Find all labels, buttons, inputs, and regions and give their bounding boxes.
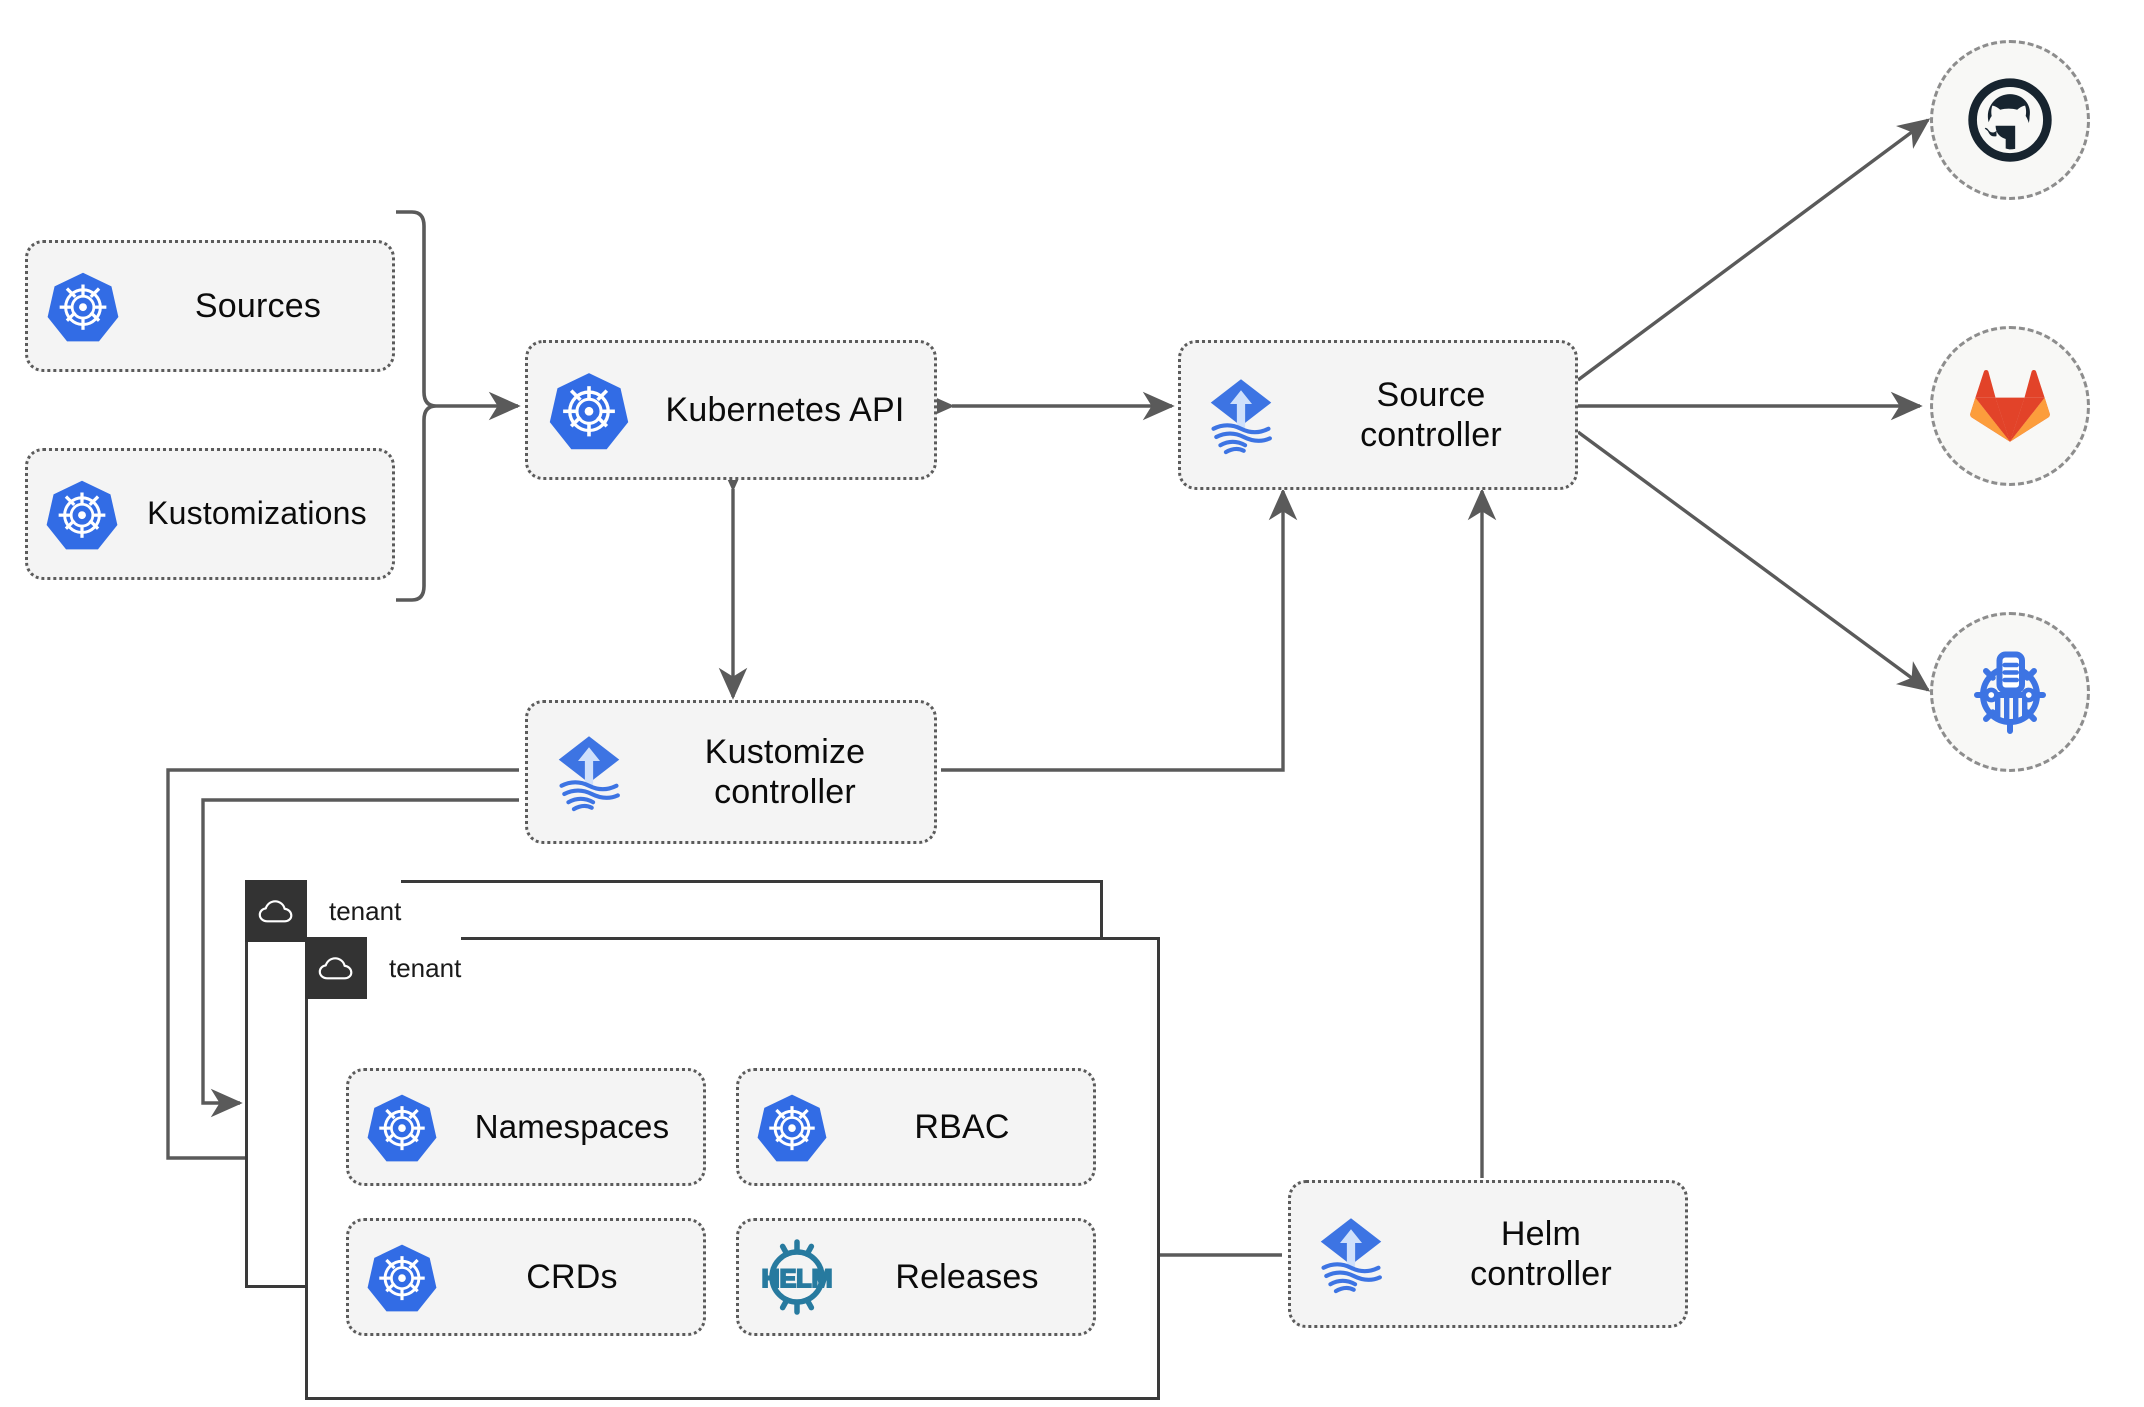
node-label: Kustomizations: [147, 495, 367, 532]
node-kubernetes-api[interactable]: Kubernetes API: [525, 340, 937, 480]
node-releases[interactable]: HELM Releases: [736, 1218, 1096, 1336]
repo-github[interactable]: [1930, 40, 2090, 200]
node-source-controller[interactable]: Source controller: [1178, 340, 1578, 490]
node-label: RBAC: [914, 1107, 1010, 1146]
helm-icon: HELM: [739, 1237, 855, 1317]
tenant-container-inner[interactable]: tenant Namespaces: [305, 937, 1160, 1400]
kubernetes-icon: [528, 369, 650, 451]
gitlab-icon: [1970, 369, 2050, 442]
tenant-label: tenant: [307, 880, 402, 942]
node-crds[interactable]: CRDs: [346, 1218, 706, 1336]
edge-source-to-chart-repo: [1576, 430, 1931, 692]
repo-gitlab[interactable]: [1930, 326, 2090, 486]
github-icon: [1968, 78, 2052, 162]
tenant-header: tenant: [245, 880, 402, 942]
node-label: Sources: [194, 286, 322, 325]
svg-text:HELM: HELM: [762, 1265, 833, 1293]
flux-icon: [528, 728, 650, 816]
node-label: Kubernetes API: [665, 390, 905, 429]
node-label: Source controller: [1360, 375, 1502, 454]
edge-kustomize-to-source-controller: [941, 488, 1298, 772]
repo-helm-chart[interactable]: [1930, 612, 2090, 772]
tenant-label: tenant: [367, 937, 462, 999]
kubernetes-icon: [739, 1091, 845, 1163]
helm-chart-repo-icon: [1974, 651, 2046, 734]
node-label: Namespaces: [474, 1107, 670, 1145]
node-sources[interactable]: Sources: [25, 240, 395, 372]
flux-icon: [1291, 1210, 1411, 1298]
tenant-header: tenant: [305, 937, 462, 999]
kubernetes-icon: [28, 477, 136, 551]
node-helm-controller[interactable]: Helm controller: [1288, 1180, 1688, 1328]
kubernetes-icon: [349, 1091, 455, 1163]
cloud-icon: [305, 937, 367, 999]
node-label: Kustomize controller: [704, 732, 866, 811]
brace-connector: [396, 210, 437, 602]
node-label: Helm controller: [1470, 1214, 1612, 1293]
node-label: Releases: [895, 1257, 1039, 1296]
node-label: CRDs: [526, 1257, 618, 1296]
kubernetes-icon: [349, 1241, 455, 1313]
flux-icon: [1181, 371, 1301, 459]
node-kustomizations[interactable]: Kustomizations: [25, 448, 395, 580]
node-kustomize-controller[interactable]: Kustomize controller: [525, 700, 937, 844]
cloud-icon: [245, 880, 307, 942]
edge-source-to-github: [1576, 118, 1931, 382]
node-namespaces[interactable]: Namespaces: [346, 1068, 706, 1186]
kubernetes-icon: [28, 269, 138, 343]
node-rbac[interactable]: RBAC: [736, 1068, 1096, 1186]
